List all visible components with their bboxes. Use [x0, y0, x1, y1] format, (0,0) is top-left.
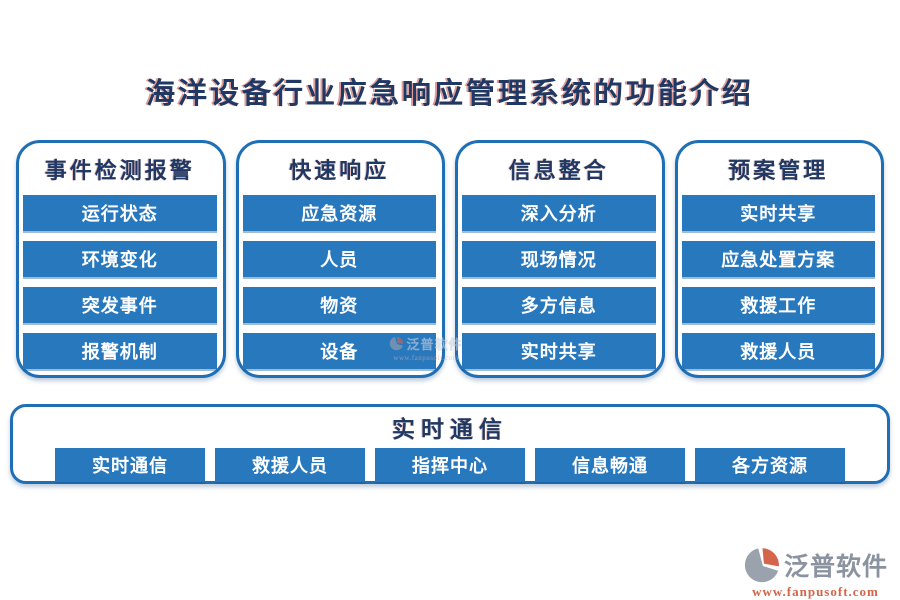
- feature-item: 应急处置方案: [681, 241, 875, 277]
- bottom-section: 实时通信 实时通信 救援人员 指挥中心 信息畅通 各方资源: [10, 404, 890, 484]
- page-title: 海洋设备行业应急响应管理系统的功能介绍: [145, 78, 754, 110]
- feature-group-items: 应急资源 人员 物资 设备: [242, 195, 436, 369]
- feature-group: 事件检测报警 运行状态 环境变化 突发事件 报警机制: [16, 140, 226, 378]
- feature-item: 实时共享: [462, 333, 656, 369]
- bottom-feature-item: 指挥中心: [375, 448, 525, 482]
- bottom-items-row: 实时通信 救援人员 指挥中心 信息畅通 各方资源: [13, 448, 887, 482]
- feature-item: 实时共享: [681, 195, 875, 231]
- feature-item: 救援工作: [681, 287, 875, 323]
- feature-item: 报警机制: [23, 333, 217, 369]
- feature-group: 快速响应 应急资源 人员 物资 设备: [235, 140, 445, 378]
- bottom-feature-item: 各方资源: [695, 448, 845, 482]
- feature-group: 信息整合 深入分析 现场情况 多方信息 实时共享: [455, 140, 665, 378]
- feature-group-items: 实时共享 应急处置方案 救援工作 救援人员: [681, 195, 875, 369]
- feature-item: 突发事件: [23, 287, 217, 323]
- feature-group: 预案管理 实时共享 应急处置方案 救援工作 救援人员: [674, 140, 884, 378]
- bottom-section-title: 实时通信: [392, 417, 508, 442]
- feature-item: 运行状态: [23, 195, 217, 231]
- feature-group-items: 深入分析 现场情况 多方信息 实时共享: [462, 195, 656, 369]
- feature-group-items: 运行状态 环境变化 突发事件 报警机制: [23, 195, 217, 369]
- feature-item: 深入分析: [462, 195, 656, 231]
- bottom-feature-item: 信息畅通: [535, 448, 685, 482]
- feature-item: 救援人员: [681, 333, 875, 369]
- fanpu-logo-icon: [744, 548, 779, 583]
- feature-group-title: 事件检测报警: [44, 158, 195, 183]
- feature-columns-row: 事件检测报警 运行状态 环境变化 突发事件 报警机制 快速响应 应急资源 人员 …: [16, 140, 884, 378]
- feature-item: 现场情况: [462, 241, 656, 277]
- brand-name: 泛普软件: [783, 554, 888, 581]
- feature-item: 环境变化: [23, 241, 217, 277]
- feature-item: 应急资源: [242, 195, 436, 231]
- brand-logo: 泛普软件 www.fanpusoft.com: [743, 546, 888, 600]
- feature-item: 人员: [242, 241, 436, 277]
- feature-item: 设备: [242, 333, 436, 369]
- feature-group-title: 信息整合: [508, 158, 609, 183]
- feature-item: 多方信息: [462, 287, 656, 323]
- bottom-feature-item: 救援人员: [215, 448, 365, 482]
- brand-url: www.fanpusoft.com: [752, 584, 879, 599]
- feature-item: 物资: [242, 287, 436, 323]
- feature-group-title: 快速响应: [289, 158, 390, 183]
- bottom-feature-item: 实时通信: [55, 448, 205, 482]
- feature-group-title: 预案管理: [728, 158, 829, 183]
